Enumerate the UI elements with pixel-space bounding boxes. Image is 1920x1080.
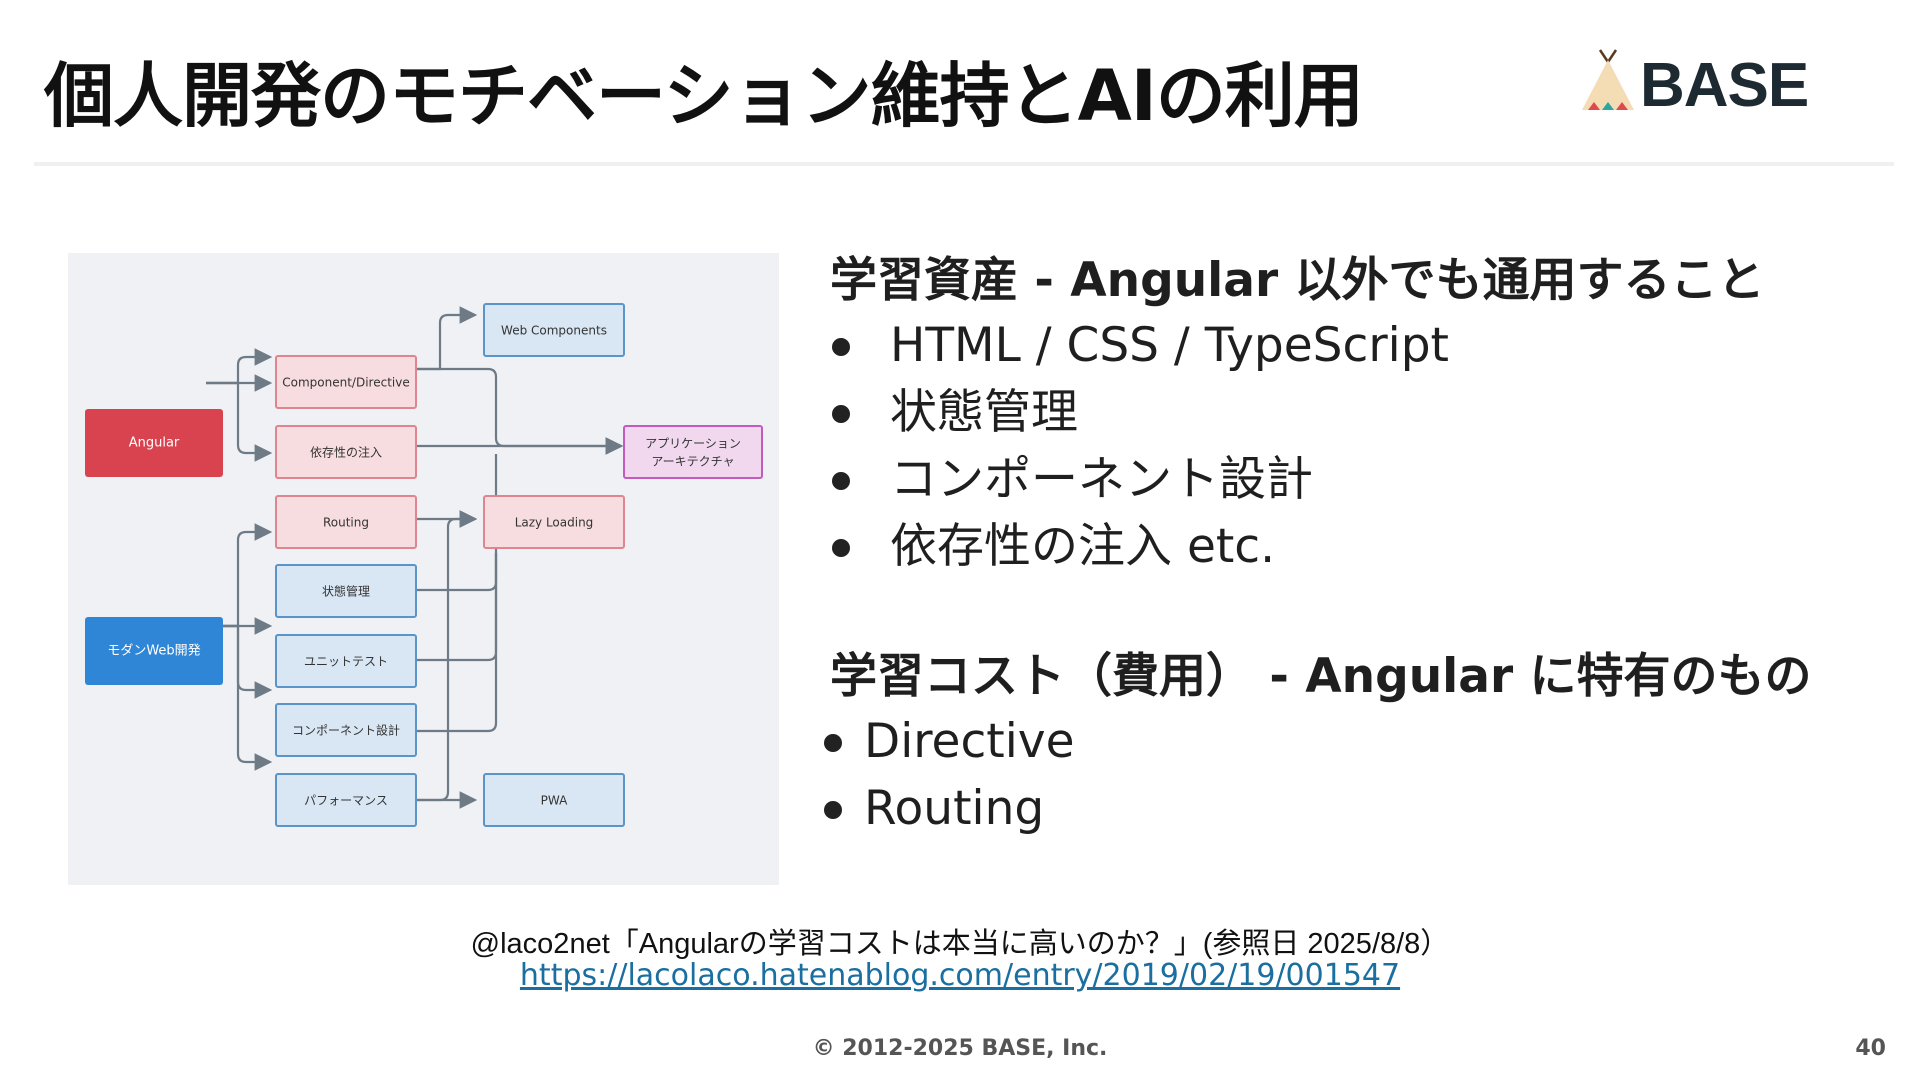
costs-item: Directive xyxy=(824,708,1890,775)
target-node: PWA xyxy=(541,794,568,808)
web-node: ユニットテスト xyxy=(304,655,388,669)
assets-item: コンポーネント設計 xyxy=(830,446,1890,513)
base-logo: BASE xyxy=(1578,48,1809,120)
costs-item: Routing xyxy=(824,775,1890,842)
assets-item-text: コンポーネント設計 xyxy=(890,452,1313,507)
content-column: 学習資産 - Angular 以外でも通用すること HTML / CSS / T… xyxy=(824,250,1890,842)
bullet-icon xyxy=(832,472,850,490)
costs-heading: 学習コスト（費用） - Angular に特有のもの xyxy=(830,649,1812,704)
bullet-icon xyxy=(832,405,850,423)
header-divider xyxy=(34,162,1894,166)
logo-text: BASE xyxy=(1640,51,1809,120)
tent-logo-icon xyxy=(1582,49,1634,110)
assets-item-text: 依存性の注入 etc. xyxy=(890,519,1276,574)
costs-item-text: Routing xyxy=(864,781,1045,836)
bullet-icon xyxy=(832,338,850,356)
web-node: コンポーネント設計 xyxy=(292,723,400,738)
web-node: 状態管理 xyxy=(322,584,370,599)
assets-item: 依存性の注入 etc. xyxy=(830,513,1890,580)
source-node: Angular xyxy=(129,436,180,451)
assets-heading: 学習資産 - Angular 以外でも通用すること xyxy=(830,253,1765,308)
slide-title: 個人開発のモチベーション維持とAIの利用 xyxy=(44,55,1364,137)
bullet-icon xyxy=(832,539,850,557)
section-spacer xyxy=(830,580,1890,646)
citation-link[interactable]: https://lacolaco.hatenablog.com/entry/20… xyxy=(519,958,1401,993)
app-arch-line: アプリケーション xyxy=(645,437,741,451)
app-arch-line: アーキテクチャ xyxy=(651,455,734,469)
footer-copyright: © 2012-2025 BASE, Inc. xyxy=(812,1036,1108,1061)
bullet-icon xyxy=(824,734,842,752)
assets-item-text: 状態管理 xyxy=(890,385,1078,440)
target-node: Lazy Loading xyxy=(515,516,594,530)
angular-learning-diagram: Angular モダンWeb開発 Component/Directive 依存性… xyxy=(68,253,779,885)
source-node: モダンWeb開発 xyxy=(107,644,200,659)
citation-text: @laco2net「Angularの学習コストは本当に高いのか？」(参照日 20… xyxy=(470,928,1450,960)
assets-item: 状態管理 xyxy=(830,379,1890,446)
costs-item-text: Directive xyxy=(864,714,1075,769)
assets-item-text: HTML / CSS / TypeScript xyxy=(890,318,1449,373)
assets-item: HTML / CSS / TypeScript xyxy=(830,312,1890,379)
angular-node: 依存性の注入 xyxy=(310,445,382,460)
page-number: 40 xyxy=(1855,1036,1886,1061)
angular-node: Component/Directive xyxy=(282,376,409,390)
web-node: パフォーマンス xyxy=(304,794,388,808)
bullet-icon xyxy=(824,801,842,819)
angular-node: Routing xyxy=(323,516,369,530)
target-node: Web Components xyxy=(501,324,607,338)
